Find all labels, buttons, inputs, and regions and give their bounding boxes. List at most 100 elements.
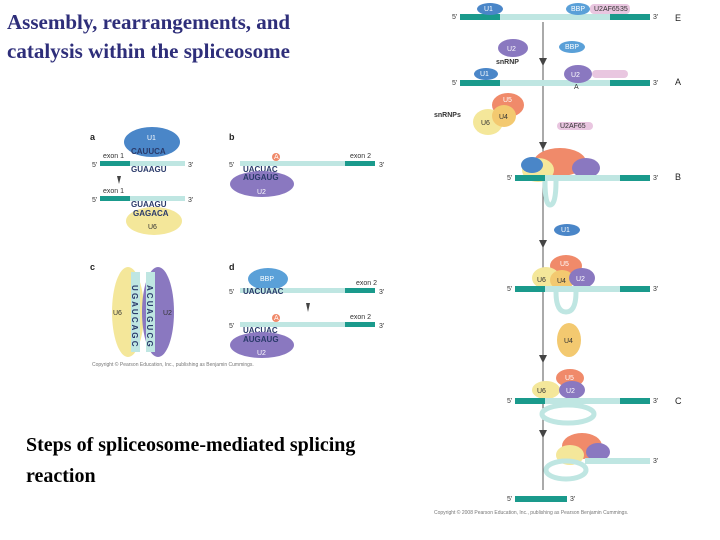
u2-shape-a	[564, 65, 592, 83]
five-prime-d1: 5'	[229, 289, 234, 296]
u6-shape-c	[532, 381, 560, 399]
intron-bar-b2	[545, 286, 620, 292]
bbp-label-d: BBP	[260, 276, 274, 283]
u1-shape-e	[477, 3, 503, 15]
u2af-label-e: U2AF65	[594, 6, 620, 13]
snrnp-label: snRNP	[496, 59, 519, 66]
u2af-leaving	[557, 122, 593, 130]
three-prime-b2: 3'	[653, 286, 658, 293]
u2-label-b2: U2	[576, 276, 585, 283]
u6-label-incoming: U6	[481, 120, 490, 127]
u1-shape-b	[521, 157, 543, 173]
three-prime-b-path: 3'	[653, 175, 658, 182]
u2-shape-c	[559, 381, 585, 399]
exon2-bar-e	[610, 14, 650, 20]
u2-snrnp-shape-d	[230, 332, 294, 358]
stage-e-label: E	[675, 13, 681, 23]
stage-b-label: B	[675, 172, 681, 182]
intron-bar-b-path	[545, 175, 620, 181]
u1-shape-a	[474, 68, 498, 80]
u4-shape-incoming	[492, 105, 516, 127]
panel-a-letter: a	[90, 132, 96, 142]
three-prime-e: 3'	[653, 14, 658, 21]
exon1-bar-mid	[100, 196, 130, 201]
exon2-bar-b	[620, 175, 650, 181]
branch-point-marker-d	[272, 314, 280, 322]
pathway-diagram: 5' 3' U1 BBP U2AF65 35 E U2 snRNP BBP 5'…	[434, 3, 682, 516]
branch-point-marker	[272, 153, 280, 161]
exon1-bar-c	[515, 398, 545, 404]
stage-c-label: C	[675, 396, 682, 406]
u1-label: U1	[147, 135, 156, 142]
exon2-bar-a	[610, 80, 650, 86]
exon2-bar-c	[620, 398, 650, 404]
bbp-label-e: BBP	[571, 6, 585, 13]
u6-strand-c	[131, 272, 140, 352]
u2-helix-seq: A C U A G U C G	[145, 285, 154, 347]
u2-shape-b	[572, 158, 600, 178]
panel-a: a U1 CAUUCA exon 1 5' GUAAGU 3' exon 1 5…	[90, 127, 193, 235]
three-prime-a: 3'	[653, 80, 658, 87]
intron-bar-top	[130, 161, 185, 166]
arrow-down-icon	[539, 58, 547, 66]
u2-label-d: U2	[257, 350, 266, 357]
u1-label-a: U1	[480, 71, 489, 78]
stage-a-label: A	[675, 77, 681, 87]
pre-mrna-seq-mid: GUAAGU	[131, 200, 167, 209]
spliced-mrna-bar	[515, 496, 567, 502]
u2-snrnp-shape-b	[230, 171, 294, 197]
exon1-bar-b	[515, 175, 545, 181]
u2af-shape-a	[592, 70, 628, 78]
three-prime-a2: 3'	[188, 197, 193, 204]
panel-d-letter: d	[229, 262, 235, 272]
u4-leaving	[557, 323, 581, 357]
five-prime-mrna: 5'	[507, 496, 512, 503]
u6-snrnp-shape	[126, 207, 182, 235]
exon2-bar-d1	[345, 288, 375, 293]
intron-bar-a	[500, 80, 610, 86]
three-prime-d1: 3'	[379, 289, 384, 296]
slide-title: Assembly, rearrangements, and catalysis …	[7, 8, 427, 66]
caption-line-2: reaction	[26, 465, 96, 487]
u2-seq-b: AUGAUG	[243, 173, 279, 182]
lariat-loop-c	[539, 402, 597, 426]
title-line-1: Assembly, rearrangements, and	[7, 10, 291, 34]
intron-bar-d2	[240, 322, 345, 327]
intron-bar-d1	[240, 288, 345, 293]
arrow-down-icon	[539, 355, 547, 363]
intron-seq-d1: UACUAAC	[243, 287, 284, 296]
u2-label-b: U2	[257, 189, 266, 196]
exon1-bar-b2	[515, 286, 545, 292]
u2-label-c: U2	[163, 310, 172, 317]
u6-label-b2: U6	[537, 277, 546, 284]
three-prime-c: 3'	[653, 398, 658, 405]
arrow-down-icon	[306, 303, 310, 312]
u2-shape-b2	[569, 268, 595, 288]
u2-seq-d: AUGAUG	[243, 335, 279, 344]
u2af-shape-e	[590, 4, 630, 14]
title-line-2: catalysis within the spliceosome	[7, 39, 290, 63]
caption-line-1: Steps of spliceosome-mediated splicing	[26, 434, 356, 456]
five-prime-b-path: 5'	[507, 175, 512, 182]
slide-caption: Steps of spliceosome-mediated splicing r…	[26, 430, 446, 492]
three-prime-d2: 3'	[379, 323, 384, 330]
exon1-bar-a	[460, 80, 500, 86]
intron-bar-e	[500, 14, 610, 20]
u1-label-leaving: U1	[561, 227, 570, 234]
u6-label-a: U6	[148, 224, 157, 231]
u5-label-c: U5	[565, 375, 574, 382]
intron-bar-b	[240, 161, 345, 166]
panel-c-letter: c	[90, 262, 95, 272]
u2-shape-post	[586, 443, 610, 461]
five-prime-a1: 5'	[92, 162, 97, 169]
panel-b-letter: b	[229, 132, 235, 142]
lariat-loop-post	[543, 458, 589, 482]
exon1-bar-top	[100, 161, 130, 166]
panel-d: d BBP exon 2 5' 3' UACUAAC exon 2 5' 3' …	[229, 262, 384, 358]
u4-label-incoming: U4	[499, 114, 508, 121]
intron-tail-post	[585, 458, 650, 464]
three-prime-post: 3'	[653, 458, 658, 465]
u4-label-b2: U4	[557, 278, 566, 285]
five-prime-b: 5'	[229, 162, 234, 169]
